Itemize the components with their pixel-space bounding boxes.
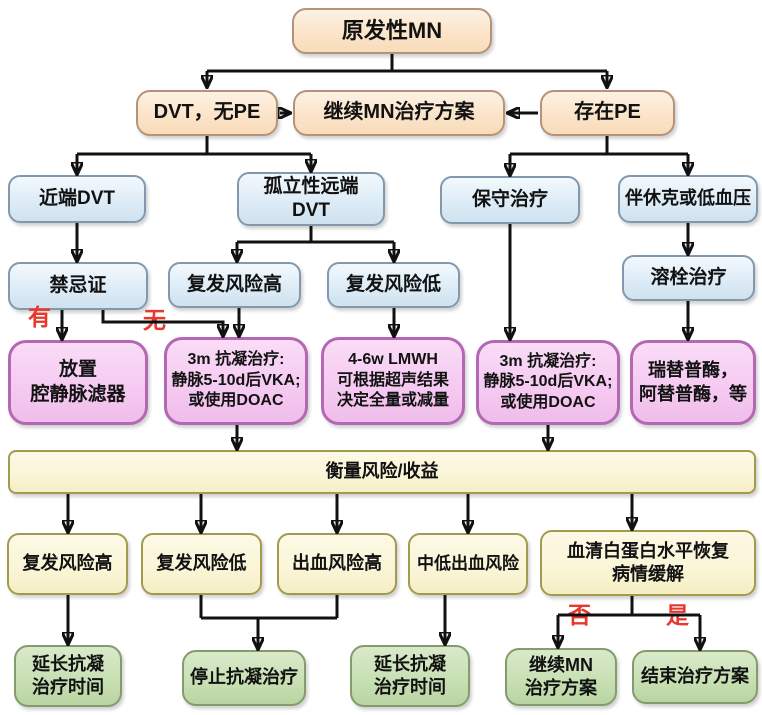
branch-label-recovered: 是 <box>666 602 689 628</box>
node-ivc-filter: 放置 腔静脉滤器 <box>8 340 148 425</box>
node-isolated-distal-dvt: 孤立性远端 DVT <box>237 172 385 226</box>
node-conservative-treatment: 保守治疗 <box>440 176 580 224</box>
node-recurrence-risk-low-mid: 复发风险低 <box>327 262 460 308</box>
arrow-primary-split <box>207 54 607 73</box>
node-anticoag-3m-right: 3m 抗凝治疗: 静脉5-10d后VKA; 或使用DOAC <box>476 340 620 425</box>
node-end-treatment-plan: 结束治疗方案 <box>632 650 758 704</box>
node-recurrence-risk-high-mid: 复发风险高 <box>168 262 301 308</box>
node-stop-anticoag: 停止抗凝治疗 <box>182 650 306 706</box>
node-shock-or-hypotension: 伴休克或低血压 <box>618 175 758 223</box>
node-extend-anticoag-right: 延长抗凝 治疗时间 <box>350 645 470 707</box>
arrow-merge-to-stop <box>199 595 339 648</box>
node-recurrence-risk-low: 复发风险低 <box>141 533 262 595</box>
node-pe-present: 存在PE <box>540 90 675 136</box>
node-anticoag-3m-left: 3m 抗凝治疗: 静脉5-10d后VKA; 或使用DOAC <box>164 337 308 425</box>
node-proximal-dvt: 近端DVT <box>8 175 146 223</box>
node-bleeding-risk-mid-low: 中低出血风险 <box>408 533 528 595</box>
node-primary-mn: 原发性MN <box>292 8 492 54</box>
branch-label-has-contraindication: 有 <box>28 304 51 330</box>
arrow-dvt-split <box>77 136 311 156</box>
node-lmwh-4-6w: 4-6w LMWH 可根据超声结果 决定全量或减量 <box>321 337 465 425</box>
node-albumin-recovered: 血清白蛋白水平恢复 病情缓解 <box>540 530 756 596</box>
node-continue-mn-plan: 继续MN治疗方案 <box>293 90 505 136</box>
node-thrombolysis: 溶栓治疗 <box>622 255 755 301</box>
node-bleeding-risk-high: 出血风险高 <box>277 533 397 595</box>
arrow-pe-split <box>510 136 688 156</box>
node-dvt-no-pe: DVT，无PE <box>136 90 278 136</box>
node-weigh-risk-benefit: 衡量风险/收益 <box>8 450 756 494</box>
node-extend-anticoag-left: 延长抗凝 治疗时间 <box>14 645 122 707</box>
branch-label-no-contraindication: 无 <box>143 307 166 333</box>
node-recurrence-risk-high: 复发风险高 <box>7 533 128 595</box>
arrow-distal-split <box>237 226 394 244</box>
branch-label-not-recovered: 否 <box>568 602 591 628</box>
node-contraindication: 禁忌证 <box>8 262 148 310</box>
node-reteplase-alteplase: 瑞替普酶， 阿替普酶，等 <box>630 340 756 425</box>
node-continue-mn-plan-2: 继续MN 治疗方案 <box>505 648 617 706</box>
